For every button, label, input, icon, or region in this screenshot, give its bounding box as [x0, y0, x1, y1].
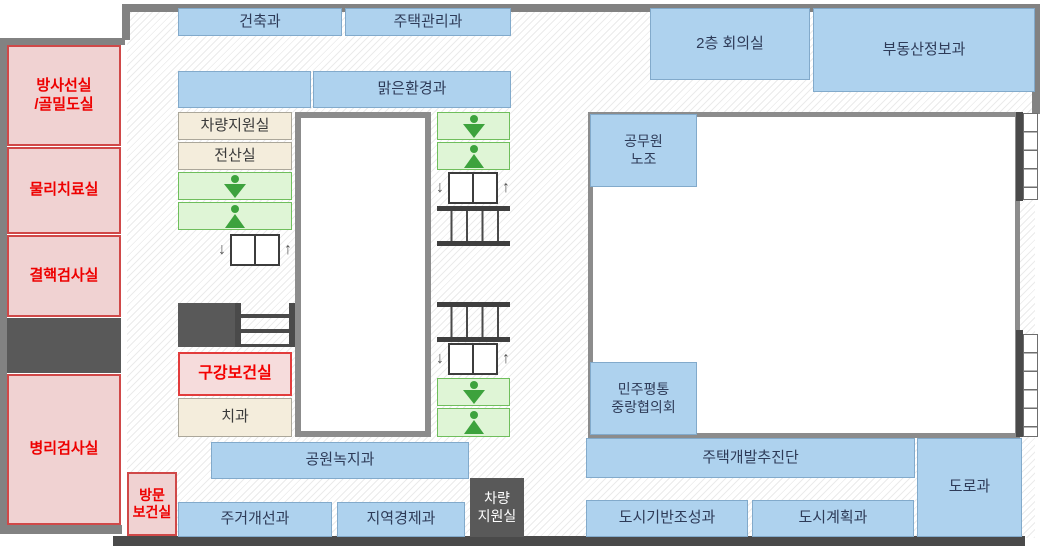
room-housing-dev-label: 주택개발추진단: [702, 448, 799, 466]
elevator-core-top: ↓ ↑: [430, 172, 516, 204]
room-urban-infra-label: 도시기반조성과: [618, 509, 716, 527]
facade-wall-lower: [1016, 330, 1023, 437]
restroom-female-left: [178, 202, 292, 230]
elevator-down-arrow-icon: ↓: [218, 241, 226, 258]
wall-right-upper: [1032, 4, 1040, 114]
room-dental-label: 치과: [221, 408, 249, 426]
elevator-cabins: [448, 343, 498, 375]
annex-wall-left: [0, 38, 7, 534]
restroom-female-core-bottom: [437, 408, 510, 437]
room-council: 민주평통 중랑협의회: [590, 362, 697, 435]
room-physio: 물리치료실: [7, 147, 121, 234]
restroom-female-core-top: [437, 142, 510, 170]
room-physio-label: 물리치료실: [29, 181, 99, 199]
room-local-economy: 지역경제과: [337, 502, 465, 537]
room-vehicle-support-label: 차량지원실: [200, 116, 270, 134]
wall-bottom: [113, 536, 1025, 546]
elevator-up-arrow-icon: ↑: [284, 241, 292, 258]
room-park-green-label: 공원녹지과: [305, 451, 375, 469]
room-council-label: 민주평통 중랑협의회: [611, 381, 676, 415]
room-realestate-info: 부동산정보과: [813, 8, 1035, 92]
elevator-down-arrow-icon: ↓: [436, 179, 444, 196]
room-construction-label: 건축과: [239, 12, 281, 30]
room-clean-env: 맑은환경과: [313, 71, 511, 108]
room-road-label: 도로과: [948, 478, 991, 496]
elevator-down-arrow-icon: ↓: [436, 350, 444, 367]
elevator-cabin: [256, 234, 280, 266]
room-radiation-label: 방사선실 /골밀도실: [34, 76, 94, 113]
room-unlabeled-blue: [178, 71, 311, 108]
room-construction: 건축과: [178, 8, 342, 36]
elevator-cabin: [448, 172, 474, 204]
room-vehicle-support: 차량지원실: [178, 112, 292, 140]
mid-dark-block: [178, 303, 235, 347]
annex-dark-block: [7, 318, 121, 373]
elevator-left: ↓ ↑: [215, 232, 295, 268]
room-meeting-2f-label: 2층 회의실: [696, 34, 764, 52]
elevator-cabins: [230, 234, 280, 266]
window-strip-lower: [1023, 334, 1038, 437]
room-vehicle-support-dark: 차량 지원실: [470, 478, 524, 537]
room-housing-dev: 주택개발추진단: [586, 438, 915, 478]
room-pathology: 병리검사실: [7, 374, 121, 525]
wall-top: [122, 4, 1040, 12]
room-union-label: 공무원 노조: [624, 133, 663, 167]
restroom-male-core-bottom: [437, 378, 510, 406]
elevator-cabin: [230, 234, 256, 266]
facade-wall-upper: [1016, 112, 1023, 201]
room-realestate-info-label: 부동산정보과: [882, 40, 966, 58]
room-urban-infra: 도시기반조성과: [586, 500, 748, 537]
room-oral-health-label: 구강보건실: [198, 365, 272, 382]
stairs-lower: [437, 302, 510, 342]
elevator-cabin: [448, 343, 474, 375]
elevator-cabins: [448, 172, 498, 204]
female-restroom-icon: [225, 204, 245, 228]
room-housing-improve: 주거개선과: [178, 502, 332, 537]
elevator-core-bottom: ↓ ↑: [430, 343, 516, 375]
room-clean-env-label: 맑은환경과: [377, 80, 447, 98]
center-room: [295, 112, 431, 437]
room-housing-improve-label: 주거개선과: [220, 510, 290, 528]
room-park-green: 공원녹지과: [211, 442, 469, 479]
male-restroom-icon: [462, 114, 485, 138]
room-oral-health: 구강보건실: [178, 352, 292, 396]
restroom-male-core-top: [437, 112, 510, 140]
female-restroom-icon: [463, 411, 484, 434]
wall-left-upper: [122, 4, 130, 40]
room-computer-label: 전산실: [214, 146, 256, 164]
elevator-up-arrow-icon: ↑: [502, 350, 510, 367]
room-pathology-label: 병리검사실: [29, 440, 99, 458]
room-computer: 전산실: [178, 142, 292, 170]
room-union: 공무원 노조: [590, 114, 697, 187]
room-road: 도로과: [917, 438, 1022, 537]
male-restroom-icon: [462, 380, 485, 404]
room-housing-mgmt: 주택관리과: [345, 8, 511, 36]
room-vehicle-support-dark-label: 차량 지원실: [477, 490, 517, 524]
male-restroom-icon: [224, 174, 246, 198]
corridor-ladder: [235, 303, 295, 347]
room-local-economy-label: 지역경제과: [366, 510, 436, 528]
room-tb-test-label: 결핵검사실: [29, 266, 99, 284]
room-visiting-health-label: 방문 보건실: [132, 486, 172, 521]
restroom-male-left: [178, 172, 292, 200]
room-meeting-2f: 2층 회의실: [650, 8, 810, 80]
room-radiation: 방사선실 /골밀도실: [7, 45, 121, 146]
female-restroom-icon: [463, 144, 484, 168]
elevator-cabin: [474, 172, 498, 204]
room-housing-mgmt-label: 주택관리과: [393, 12, 463, 30]
room-urban-plan-label: 도시계획과: [798, 509, 868, 527]
room-dental: 치과: [178, 398, 292, 437]
elevator-cabin: [474, 343, 498, 375]
annex-wall-bottom: [0, 525, 122, 534]
room-visiting-health: 방문 보건실: [127, 472, 177, 536]
room-tb-test: 결핵검사실: [7, 235, 121, 317]
annex-wall-top: [0, 38, 125, 45]
elevator-up-arrow-icon: ↑: [502, 179, 510, 196]
stairs-upper: [437, 206, 510, 246]
room-urban-plan: 도시계획과: [752, 500, 914, 537]
window-strip-upper: [1023, 113, 1038, 200]
